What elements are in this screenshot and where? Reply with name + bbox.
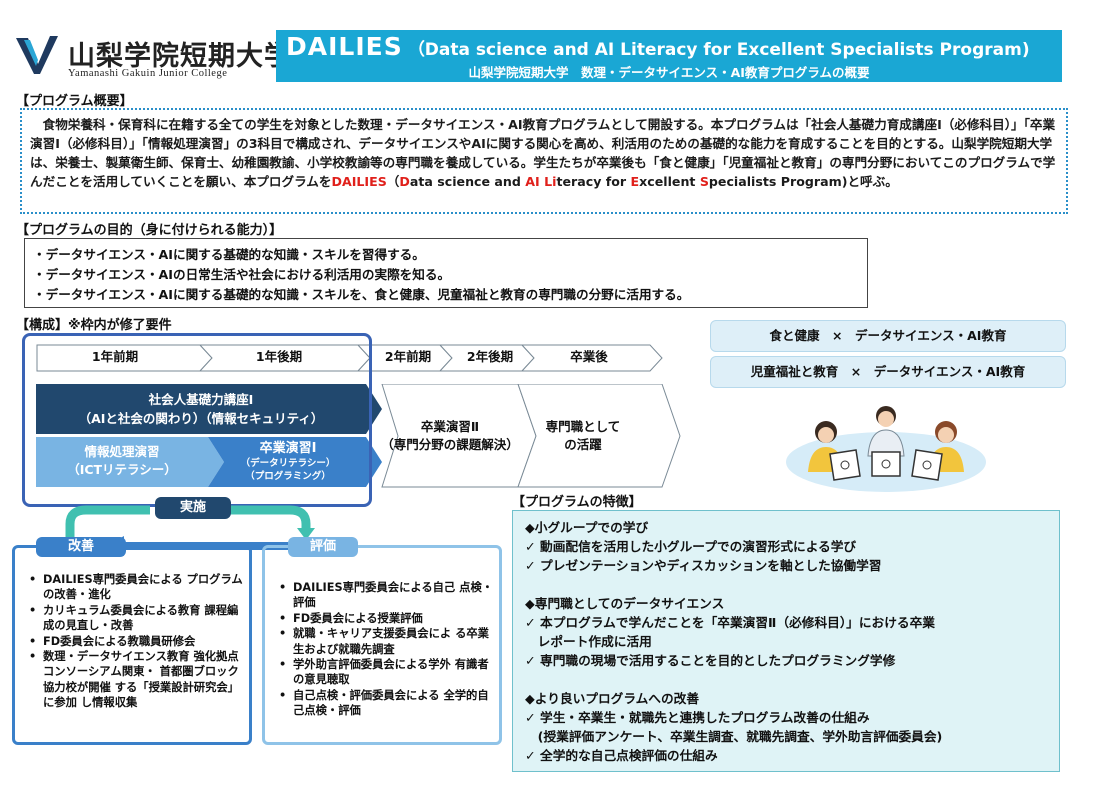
course-blocks [36,384,681,488]
feature-item: ✓ 動画配信を活用した小グループでの演習形式による学び [525,539,857,554]
acronym-word-4: pecialists Program)と呼ぶ。 [708,174,898,189]
acronym-word-2: teracy for [556,174,631,189]
implement-label: 実施 [155,497,231,519]
course-info-processing-title: 情報処理演習 [84,444,160,459]
features-box: ◆小グループでの学び ✓ 動画配信を活用した小グループでの演習形式による学び ✓… [512,510,1060,772]
timeline-y1-second: 1年後期 [255,349,303,364]
course-seminar-1-topic-a: （データリテラシー） [240,458,336,469]
feature-group-title: ◆専門職としてのデータサイエンス [525,596,725,611]
course-info-processing: 情報処理演習 （ICTリテラシー） [36,443,208,479]
structure-heading: 【構成】※枠内が修了要件 [16,318,172,333]
improve-label: 改善 [36,537,126,557]
overview-text: 食物栄養科・保育科に在籍する全ての学生を対象とした数理・データサイエンス・AI教… [30,115,1058,191]
feature-item: ✓ 本プログラムで学んだことを「卒業演習Ⅱ（必修科目）」における卒業 [525,615,935,630]
career-outcome: 専門職として の活躍 [528,418,638,454]
improve-item: カリキュラム委員会による教育 課程編成の見直し・改善 [25,603,247,634]
acronym-letter-s: S [699,174,709,189]
acronym-letter-e: E [630,174,640,189]
evaluate-item: 就職・キャリア支援委員会によ る卒業生および就職先調査 [275,626,497,657]
evaluate-item: 自己点検・評価委員会による 全学的自己点検・評価 [275,688,497,719]
evaluate-item: FD委員会による授業評価 [275,611,497,627]
evaluate-label: 評価 [288,537,358,557]
overview-heading: 【プログラム概要】 [16,94,133,109]
goal-item: ・データサイエンス・AIに関する基礎的な知識・スキルを習得する。 [33,247,425,262]
overview-body: 食物栄養科・保育科に在籍する全ての学生を対象とした数理・データサイエンス・AI教… [30,117,1056,189]
goals-box: ・データサイエンス・AIに関する基礎的な知識・スキルを習得する。 ・データサイエ… [24,238,868,308]
program-full-name: （Data science and AI Literacy for Excell… [407,40,1030,60]
feature-item-continued: (授業評価アンケート、卒業生調査、就職先調査、学外助言評価委員会) [525,729,943,744]
course-social-basics-title: 社会人基礎力講座Ⅰ [148,392,254,407]
pill-food-health: 食と健康 × データサイエンス・AI教育 [710,320,1066,352]
acronym-letter-d: D [399,174,410,189]
course-info-processing-topic: （ICTリテラシー） [67,462,177,477]
course-social-basics: 社会人基礎力講座Ⅰ （AIと社会の関わり）（情報セキュリティ） [36,390,366,428]
cycle-arrows [65,505,315,540]
timeline-after-graduation: 卒業後 [570,349,608,364]
improve-item: FD委員会による教職員研修会 [25,634,247,650]
feature-item: ✓ 学生・卒業生・就職先と連携したプログラム改善の仕組み [525,710,870,725]
acronym-word-1: ata science and [409,174,526,189]
evaluate-list: DAILIES専門委員会による自己 点検・評価 FD委員会による授業評価 就職・… [275,580,497,719]
course-seminar-2-topic: （専門分野の課題解決） [381,437,519,452]
program-name-red: DAILIES [331,174,387,189]
feature-item-continued: レポート作成に活用 [525,634,652,649]
group-learning-illustration [786,406,986,492]
title-banner: DAILIES （Data science and AI Literacy fo… [276,30,1062,82]
career-line-2: の活躍 [564,437,602,452]
evaluate-item: DAILIES専門委員会による自己 点検・評価 [275,580,497,611]
timeline-y1-first: 1年前期 [91,349,139,364]
pill-child-welfare: 児童福祉と教育 × データサイエンス・AI教育 [710,356,1066,388]
goal-item: ・データサイエンス・AIに関する基礎的な知識・スキルを、食と健康、児童福祉と教育… [33,287,690,302]
course-graduation-seminar-1: 卒業演習Ⅰ （データリテラシー） （プログラミング） [208,440,368,483]
course-seminar-2-title: 卒業演習Ⅱ [420,419,480,434]
program-acronym: DAILIES [286,32,403,61]
goals-heading: 【プログラムの目的（身に付けられる能力）】 [16,223,283,238]
improve-item: 数理・データサイエンス教育 強化拠点コンソーシアム関東・ 首都圏ブロック協力校が… [25,649,247,711]
course-seminar-1-topic-b: （プログラミング） [245,471,331,482]
paren-open: （ [386,174,400,189]
course-seminar-1-title: 卒業演習Ⅰ [259,441,317,456]
improve-list: DAILIES専門委員会による プログラムの改善・進化 カリキュラム委員会による… [25,572,247,711]
banner-title: DAILIES （Data science and AI Literacy fo… [286,32,1030,61]
timeline-y2-first: 2年前期 [384,349,432,364]
features-heading: 【プログラムの特徴】 [512,495,642,510]
improve-box: DAILIES専門委員会による プログラムの改善・進化 カリキュラム委員会による… [12,545,252,745]
acronym-word-3: xcellent [639,174,700,189]
banner-subtitle: 山梨学院短期大学 数理・データサイエンス・AI教育プログラムの概要 [468,65,870,80]
feature-item: ✓ プレゼンテーションやディスカッションを軸とした協働学習 [525,558,882,573]
feature-group-title: ◆より良いプログラムへの改善 [525,691,700,706]
timeline-y2-second: 2年後期 [466,349,514,364]
acronym-letters-aili: AI Li [525,174,557,189]
logo-mark-icon [16,36,58,74]
completion-requirement-frame [22,333,372,507]
timeline-chevrons [36,344,663,372]
improve-item: DAILIES専門委員会による プログラムの改善・進化 [25,572,247,603]
feature-group-title: ◆小グループでの学び [525,520,649,535]
overview-box: 食物栄養科・保育科に在籍する全ての学生を対象とした数理・データサイエンス・AI教… [20,108,1068,214]
evaluate-box: DAILIES専門委員会による自己 点検・評価 FD委員会による授業評価 就職・… [262,545,502,745]
logo-japanese-name: 山梨学院短期大学 [68,41,292,72]
college-logo: 山梨学院短期大学 Yamanashi Gakuin Junior College [14,32,291,82]
course-graduation-seminar-2: 卒業演習Ⅱ （専門分野の課題解決） [370,418,530,454]
career-line-1: 専門職として [545,419,621,434]
feature-item: ✓ 全学的な自己点検評価の仕組み [525,748,718,763]
feature-item: ✓ 専門職の現場で活用することを目的としたプログラミング学修 [525,653,896,668]
logo-english-name: Yamanashi Gakuin Junior College [68,68,228,79]
course-social-basics-topics: （AIと社会の関わり）（情報セキュリティ） [78,411,324,426]
evaluate-item: 学外助言評価委員会による学外 有識者の意見聴取 [275,657,497,688]
goal-item: ・データサイエンス・AIの日常生活や社会における利活用の実際を知る。 [33,267,451,282]
